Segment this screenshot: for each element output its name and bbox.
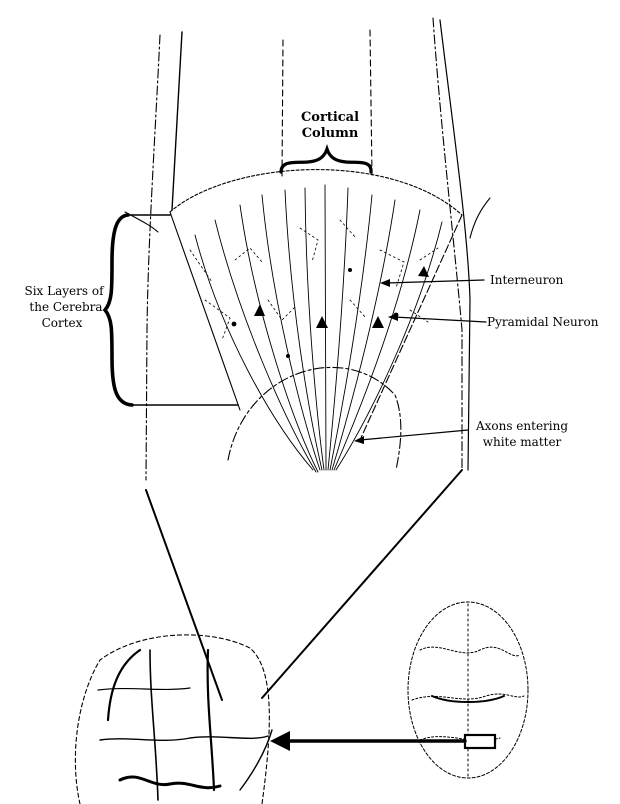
cortex-column-outline [170,170,462,470]
brain-sample-region [465,735,495,748]
radial-axon-fibers [195,185,442,472]
zoom-lines [146,470,462,700]
pyramidal-neuron-label: Pyramidal Neuron [487,315,620,330]
axons-label-line2: white matter [462,435,582,450]
cortical-column-brace [281,149,371,172]
neuron-cell-bodies [232,266,429,358]
dendrite-texture [190,220,438,340]
brain-closeup [75,635,272,804]
axons-label-line1: Axons entering [462,419,582,434]
zoom-arrow-head [270,731,290,751]
six-layers-label-line1: Six Layers of [8,284,120,299]
cortical-column-label-line1: Cortical [282,110,378,126]
label-pointers [360,280,486,440]
whole-brain [408,602,528,778]
interneuron-label: Interneuron [490,273,563,288]
six-layers-label-line3: Cortex [10,316,114,331]
cortical-column-label-line2: Column [282,126,378,142]
arrow-heads [354,279,398,444]
six-layers-label-line2: the Cerebra [14,300,118,315]
